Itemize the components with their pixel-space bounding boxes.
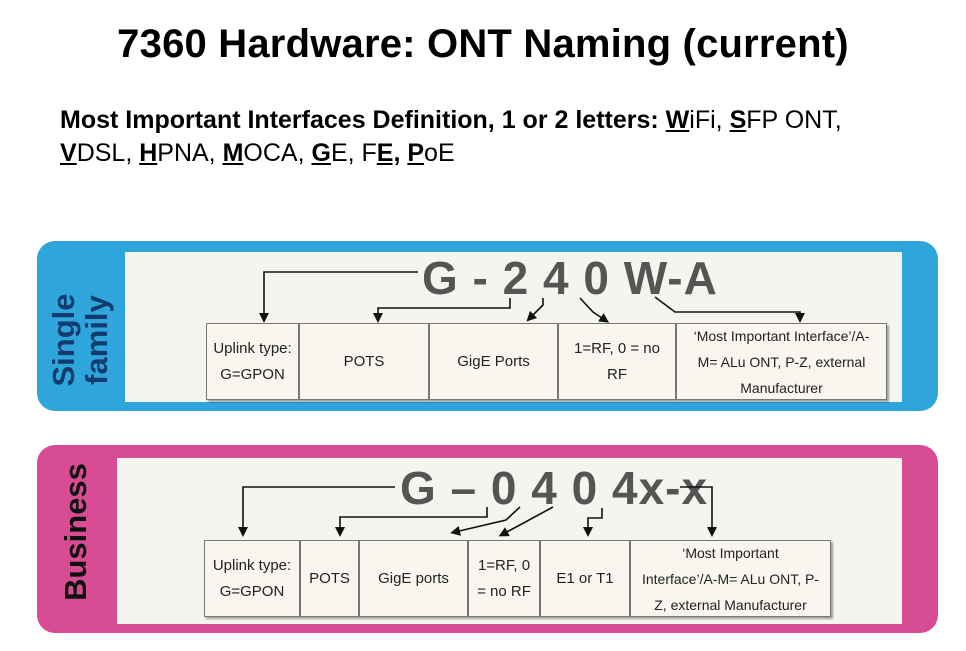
letter-v: V xyxy=(60,139,77,167)
sf-field-uplink-line1: Uplink type: xyxy=(213,339,292,357)
sf-field-interface-line2: M= ALu ONT, P-Z, external xyxy=(697,353,866,370)
sf-field-pots-label: POTS xyxy=(343,352,385,370)
letter-p: P xyxy=(407,139,425,167)
bz-field-uplink-line1: Uplink type: xyxy=(212,556,292,574)
bz-field-interface-line2: Interface’/A-M= ALu ONT, P- xyxy=(641,570,819,587)
sf-field-gige-label: GigE Ports xyxy=(457,352,530,370)
sf-field-rf-line2: RF xyxy=(607,365,627,383)
bz-field-uplink: Uplink type: G=GPON xyxy=(204,540,300,617)
sf-field-rf: 1=RF, 0 = no RF xyxy=(558,323,676,400)
letter-e: E, xyxy=(376,139,401,167)
sf-arrow-gige xyxy=(526,298,544,322)
sf-field-interface-line1: ‘Most Important Interface’/A- xyxy=(693,327,870,344)
bz-field-rf-line1: 1=RF, 0 xyxy=(477,556,531,574)
bz-arrow-pots xyxy=(335,507,488,537)
sf-arrow-pots xyxy=(373,298,511,323)
bz-arrow-interface xyxy=(680,486,717,537)
business-code: G – 0 4 0 4x-x xyxy=(400,462,709,514)
letter-s: S xyxy=(729,106,747,134)
bz-arrow-uplink xyxy=(238,486,395,537)
letter-w-rest: iFi, xyxy=(689,106,730,134)
page-title: 7360 Hardware: ONT Naming (current) xyxy=(117,22,849,66)
sf-field-gige: GigE Ports xyxy=(429,323,558,400)
interfaces-definition: Most Important Interfaces Definition, 1 … xyxy=(60,104,950,170)
bz-field-rf-line2: = no RF xyxy=(477,582,531,600)
bz-field-pots-label: POTS xyxy=(309,569,350,587)
bz-field-gige-label: GigE ports xyxy=(378,569,449,587)
letter-m-rest: OCA, xyxy=(243,139,312,167)
sf-arrow-rf xyxy=(579,297,610,323)
sf-field-interface: ‘Most Important Interface’/A- M= ALu ONT,… xyxy=(676,323,887,400)
letter-v-rest: DSL, xyxy=(76,139,140,167)
interfaces-definition-lead: Most Important Interfaces Definition, 1 … xyxy=(60,106,659,134)
bz-field-gige: GigE ports xyxy=(359,540,468,617)
bz-arrow-rf xyxy=(498,506,554,537)
bz-field-e1t1-label: E1 or T1 xyxy=(556,569,614,587)
sf-field-uplink: Uplink type: G=GPON xyxy=(206,323,299,400)
sf-arrow-uplink xyxy=(259,271,418,323)
bz-arrow-e1t1 xyxy=(583,508,603,537)
single-family-code: G - 2 4 0 W-A xyxy=(422,252,718,304)
letter-w: W xyxy=(665,106,690,134)
letter-h: H xyxy=(139,139,158,167)
bz-field-rf: 1=RF, 0 = no RF xyxy=(468,540,540,617)
bz-field-interface-line3: Z, external Manufacturer xyxy=(654,596,807,613)
sf-field-rf-line1: 1=RF, 0 = no xyxy=(574,339,660,357)
bz-field-uplink-line2: G=GPON xyxy=(219,582,285,600)
sf-field-interface-line3: Manufacturer xyxy=(740,379,823,396)
bz-arrow-gige xyxy=(450,506,521,536)
bz-field-e1t1: E1 or T1 xyxy=(540,540,630,617)
sf-field-uplink-line2: G=GPON xyxy=(220,365,285,383)
bz-field-interface-line1: ‘Most Important xyxy=(682,544,779,561)
letter-p-rest: oE xyxy=(424,139,455,167)
letter-m: M xyxy=(222,139,244,167)
letter-g-rest: E, F xyxy=(330,139,377,167)
letter-g: G xyxy=(311,139,331,167)
letter-s-rest: FP ONT, xyxy=(746,106,842,134)
bz-field-pots: POTS xyxy=(300,540,359,617)
sf-arrow-interface xyxy=(654,296,805,323)
sf-field-pots: POTS xyxy=(299,323,429,400)
letter-h-rest: PNA, xyxy=(157,139,223,167)
